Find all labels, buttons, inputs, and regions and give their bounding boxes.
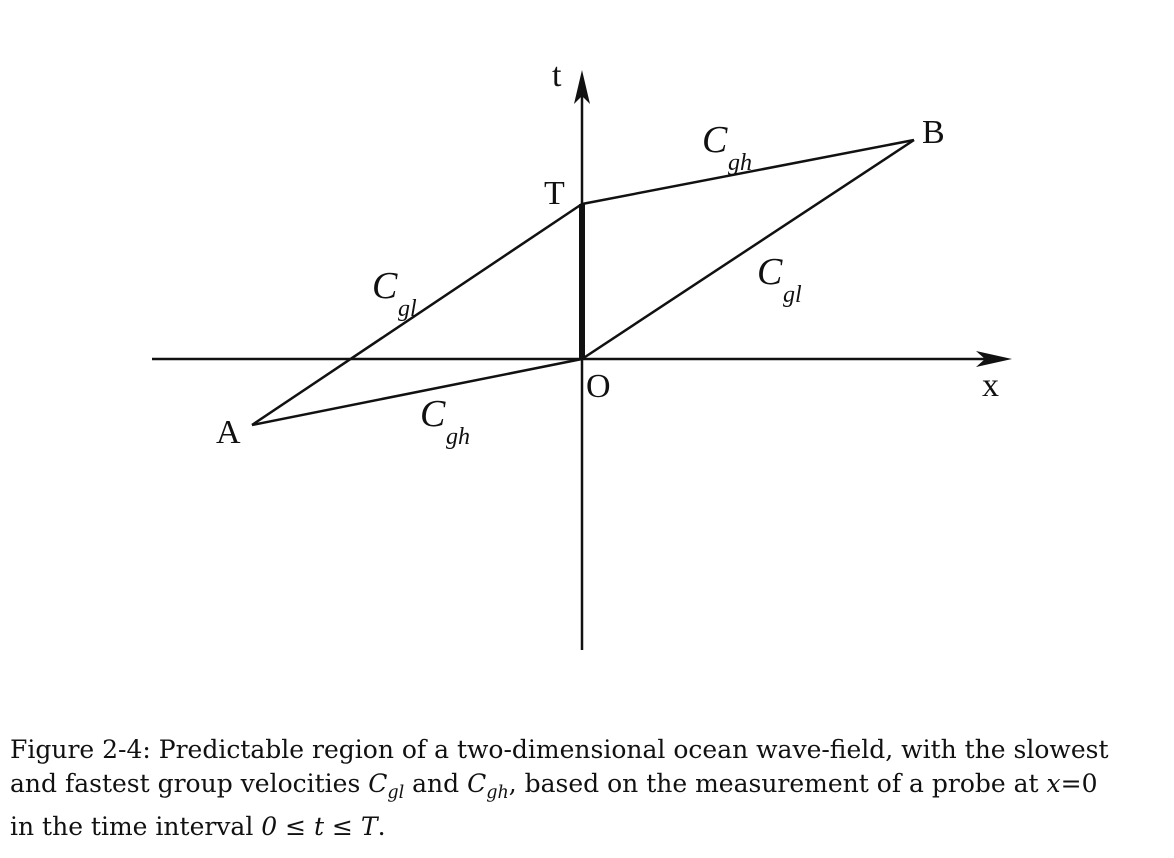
c-letter: C [702, 119, 728, 161]
caption-text: in the time interval [10, 812, 262, 841]
c-letter: C [757, 251, 783, 293]
x-axis-label: x [982, 367, 999, 404]
t-axis-arrowhead [574, 70, 590, 104]
label-cgl-right: C gl [757, 251, 802, 308]
caption-line-2: and fastest group velocities Cgl and Cgh… [10, 767, 1170, 810]
subscript-gl: gl [783, 282, 802, 308]
caption-line-1: Figure 2-4: Predictable region of a two-… [10, 733, 1170, 767]
label-cgh-bottom: C gh [420, 393, 470, 450]
caption-text: and fastest group velocities [10, 769, 369, 798]
t-axis-label: t [552, 57, 562, 94]
point-a-label: A [216, 414, 241, 451]
figure-caption: Figure 2-4: Predictable region of a two-… [10, 733, 1170, 844]
edge-a-to-t [251, 202, 583, 427]
edge-o-to-b [581, 138, 915, 361]
caption-text: , based on the measurement of a probe at [508, 769, 1047, 798]
math-interval: 0 ≤ t ≤ T [261, 812, 378, 841]
x-axis-arrowhead [976, 351, 1012, 367]
math-eq-zero: =0 [1060, 769, 1098, 798]
edge-t-to-b [581, 138, 915, 206]
subscript-gh: gh [728, 150, 752, 176]
math-sub-gl: gl [387, 783, 405, 803]
origin-label: O [586, 368, 611, 405]
caption-text: . [377, 812, 386, 841]
math-c-gl: Cgl [368, 769, 404, 803]
edge-a-to-o [251, 357, 583, 427]
caption-line-3: in the time interval 0 ≤ t ≤ T. [10, 810, 1170, 844]
point-b-label: B [922, 114, 945, 151]
predictable-region-diagram: t x O T A B C gh C gl C gl C gh [152, 57, 1012, 650]
subscript-gl: gl [398, 296, 417, 322]
label-cgl-left: C gl [372, 265, 417, 322]
c-letter: C [420, 393, 446, 435]
subscript-gh: gh [446, 424, 470, 450]
c-letter: C [372, 265, 398, 307]
label-cgh-top: C gh [702, 119, 752, 176]
caption-text: and [404, 769, 468, 798]
caption-text: Figure 2-4: Predictable region of a two-… [10, 735, 1109, 764]
math-sub-gh: gh [486, 783, 509, 803]
point-t-label: T [544, 175, 565, 212]
math-c: C [368, 769, 388, 798]
math-c: C [467, 769, 487, 798]
math-x: x [1046, 769, 1061, 798]
math-c-gh: Cgh [467, 769, 509, 803]
